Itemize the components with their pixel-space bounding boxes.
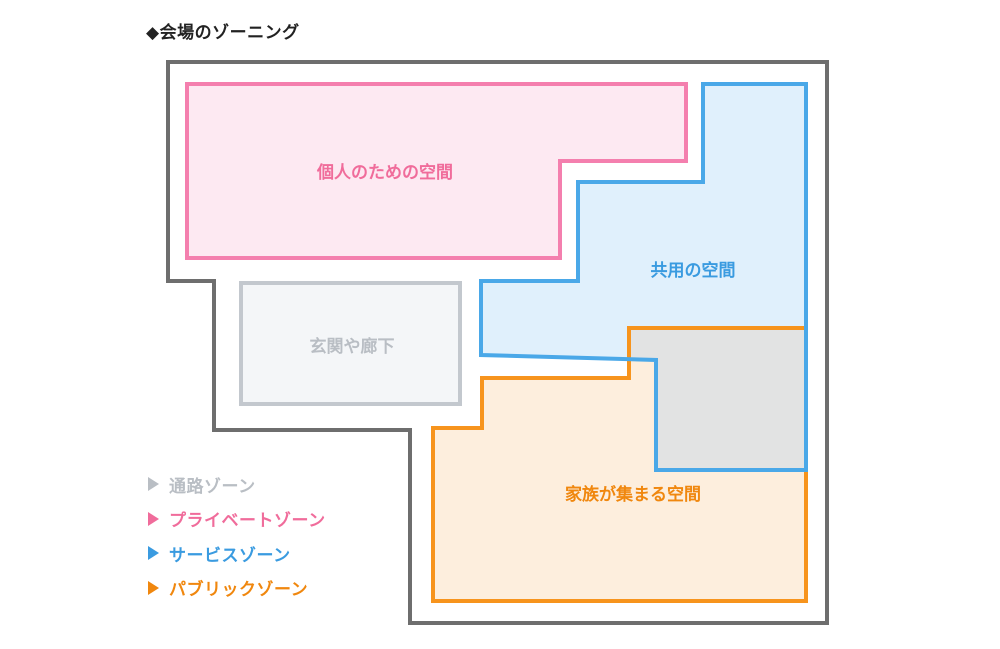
entrance-zone (239, 281, 462, 406)
legend-label: プライベートゾーン (169, 511, 326, 531)
triangle-right-icon (148, 511, 159, 526)
legend-item-corridor: 通路ゾーン (148, 472, 326, 497)
legend-item-public: パブリックゾーン (148, 576, 326, 600)
legend-label: 通路ゾーン (169, 476, 256, 497)
private-zone (185, 82, 688, 260)
legend: 通路ゾーン プライベートゾーン サービスゾーン パブリックゾーン (148, 472, 326, 610)
shared-zone-label: 共用の空間 (651, 260, 736, 281)
legend-item-private: プライベートゾーン (148, 507, 326, 531)
triangle-right-icon (148, 546, 159, 560)
overlap-area (629, 328, 806, 470)
shared-zone-outline (479, 82, 808, 472)
triangle-right-icon (148, 580, 159, 595)
page-title: ◆会場のゾーニング (146, 23, 300, 43)
family-zone-label: 家族が集まる空間 (565, 484, 701, 505)
legend-label: サービスゾーン (169, 545, 291, 566)
private-zone-label: 個人のための空間 (316, 162, 453, 183)
triangle-right-icon (148, 477, 159, 491)
entrance-zone-label: 玄関や廊下 (310, 336, 395, 357)
legend-label: パブリックゾーン (169, 580, 309, 600)
legend-item-service: サービスゾーン (148, 541, 326, 566)
